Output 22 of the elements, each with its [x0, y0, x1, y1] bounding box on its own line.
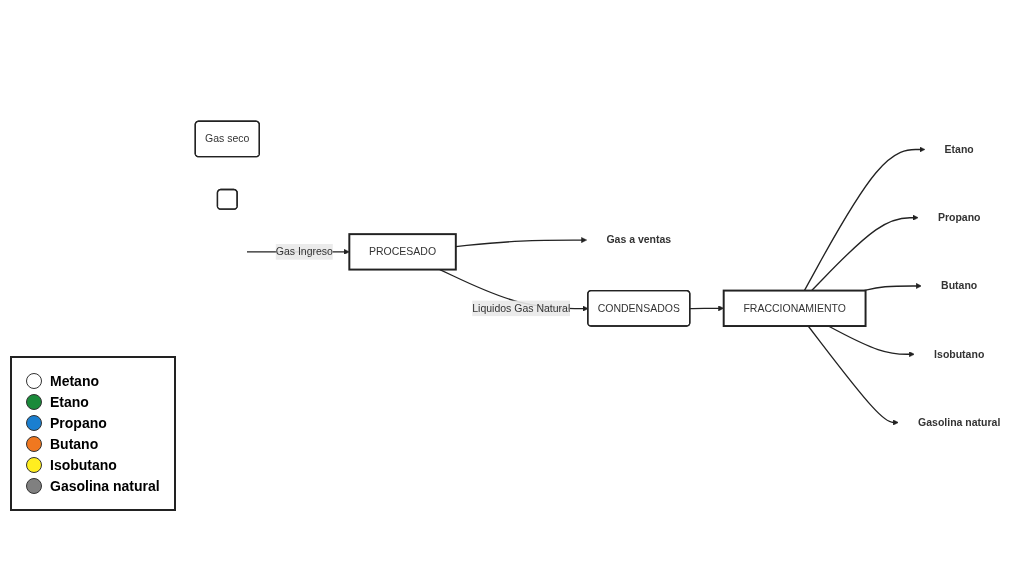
- legend-text: Isobutano: [50, 457, 117, 473]
- node-text: Gasolina natural: [917, 416, 1001, 428]
- arrow: [689, 305, 724, 311]
- node-text: Gas a ventas: [606, 233, 671, 246]
- legend-text: Propano: [50, 415, 107, 431]
- arrow: [863, 282, 922, 291]
- node-text: Isobutano: [933, 348, 984, 360]
- arrow: [807, 325, 899, 426]
- arrow: [803, 146, 925, 291]
- node-text: Propano: [937, 211, 981, 223]
- legend-text: Etano: [50, 394, 89, 410]
- arrow: [810, 214, 919, 291]
- legend-text: Butano: [50, 436, 99, 452]
- node-box: FRACCIONAMIENTO: [722, 289, 867, 327]
- legend-text: Gasolina natural: [50, 478, 160, 494]
- node-text: Etano: [944, 143, 974, 155]
- node-box: PROCESADO: [348, 232, 457, 271]
- arrow: [827, 325, 915, 357]
- node-text: Butano: [940, 279, 977, 291]
- edge-label: Liquidos Gas Natural: [471, 302, 570, 314]
- legend-text: Metano: [50, 373, 99, 389]
- edge-label: Gas Ingreso: [275, 245, 333, 257]
